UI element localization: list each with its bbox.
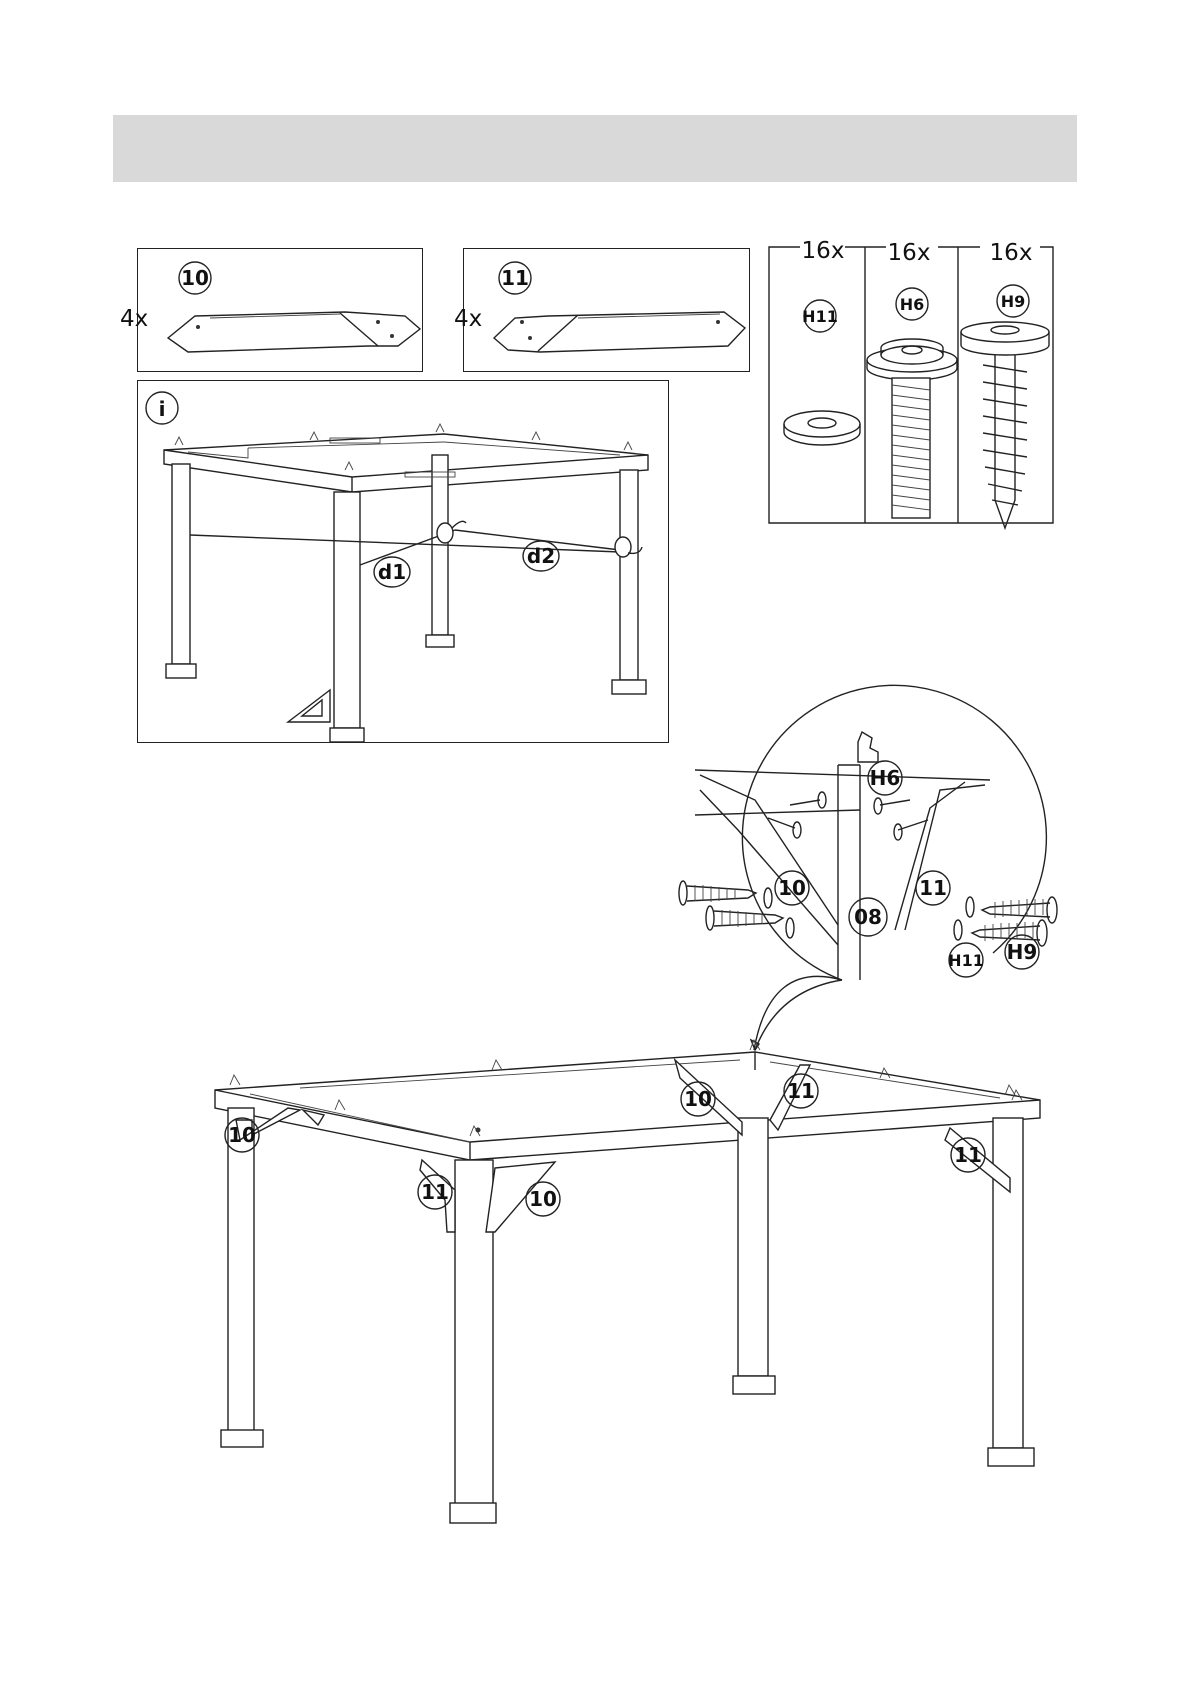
h6-callout: H6	[896, 288, 928, 320]
detail-h9-label: H9	[1007, 940, 1038, 964]
main-label: 10	[228, 1123, 256, 1147]
main-label: 11	[787, 1079, 815, 1103]
main-11-callout-front: 11	[418, 1175, 452, 1209]
detail-10-label: 10	[778, 876, 806, 900]
detail-h11-callout: H11	[948, 943, 984, 977]
detail-08-callout: 08	[849, 898, 887, 936]
hardware-h11-id: H11	[802, 307, 838, 326]
main-11-callout-right: 11	[951, 1138, 985, 1172]
bolt-icon	[867, 339, 957, 518]
detail-h9-callout: H9	[1005, 935, 1039, 969]
detail-08-label: 08	[854, 905, 882, 929]
detail-h6-callout: H6	[868, 761, 902, 795]
part-10-id: 10	[181, 266, 209, 290]
d1-label: d1	[378, 560, 406, 584]
info-icon: i	[159, 397, 166, 421]
main-10-callout-front-left: 10	[225, 1118, 259, 1152]
part-11-callout: 11	[499, 262, 531, 294]
h9-callout: H9	[997, 285, 1029, 317]
h11-callout: H11	[802, 300, 838, 332]
d2-label: d2	[527, 544, 555, 568]
info-icon-callout: i	[146, 392, 178, 424]
main-label: 11	[421, 1180, 449, 1204]
main-10-callout-front: 10	[526, 1182, 560, 1216]
hardware-h6-quantity: 16x	[888, 240, 931, 266]
main-label: 11	[954, 1143, 982, 1167]
main-label: 10	[529, 1187, 557, 1211]
part-11-drawing	[494, 312, 745, 352]
main-label: 10	[684, 1087, 712, 1111]
part-10-drawing	[168, 312, 420, 352]
hardware-h6-id: H6	[900, 295, 925, 314]
hardware-h9-quantity: 16x	[990, 240, 1033, 266]
main-10-callout-back: 10	[681, 1082, 715, 1116]
main-11-callout-back: 11	[784, 1074, 818, 1108]
hardware-h9-id: H9	[1001, 292, 1026, 311]
d2-callout: d2	[523, 541, 559, 571]
screw-icon	[961, 322, 1049, 528]
detail-h6-label: H6	[870, 766, 901, 790]
d1-callout: d1	[374, 557, 410, 587]
main-frame-drawing	[215, 1040, 1040, 1523]
part-10-callout: 10	[179, 262, 211, 294]
detail-11-label: 11	[919, 876, 947, 900]
washer-icon	[784, 411, 860, 445]
detail-magnifier	[679, 685, 1057, 1050]
detail-11-callout: 11	[916, 871, 950, 905]
detail-h11-label: H11	[948, 951, 984, 970]
hardware-h11-quantity: 16x	[802, 238, 845, 264]
part-11-id: 11	[501, 266, 529, 290]
detail-10-callout: 10	[775, 871, 809, 905]
